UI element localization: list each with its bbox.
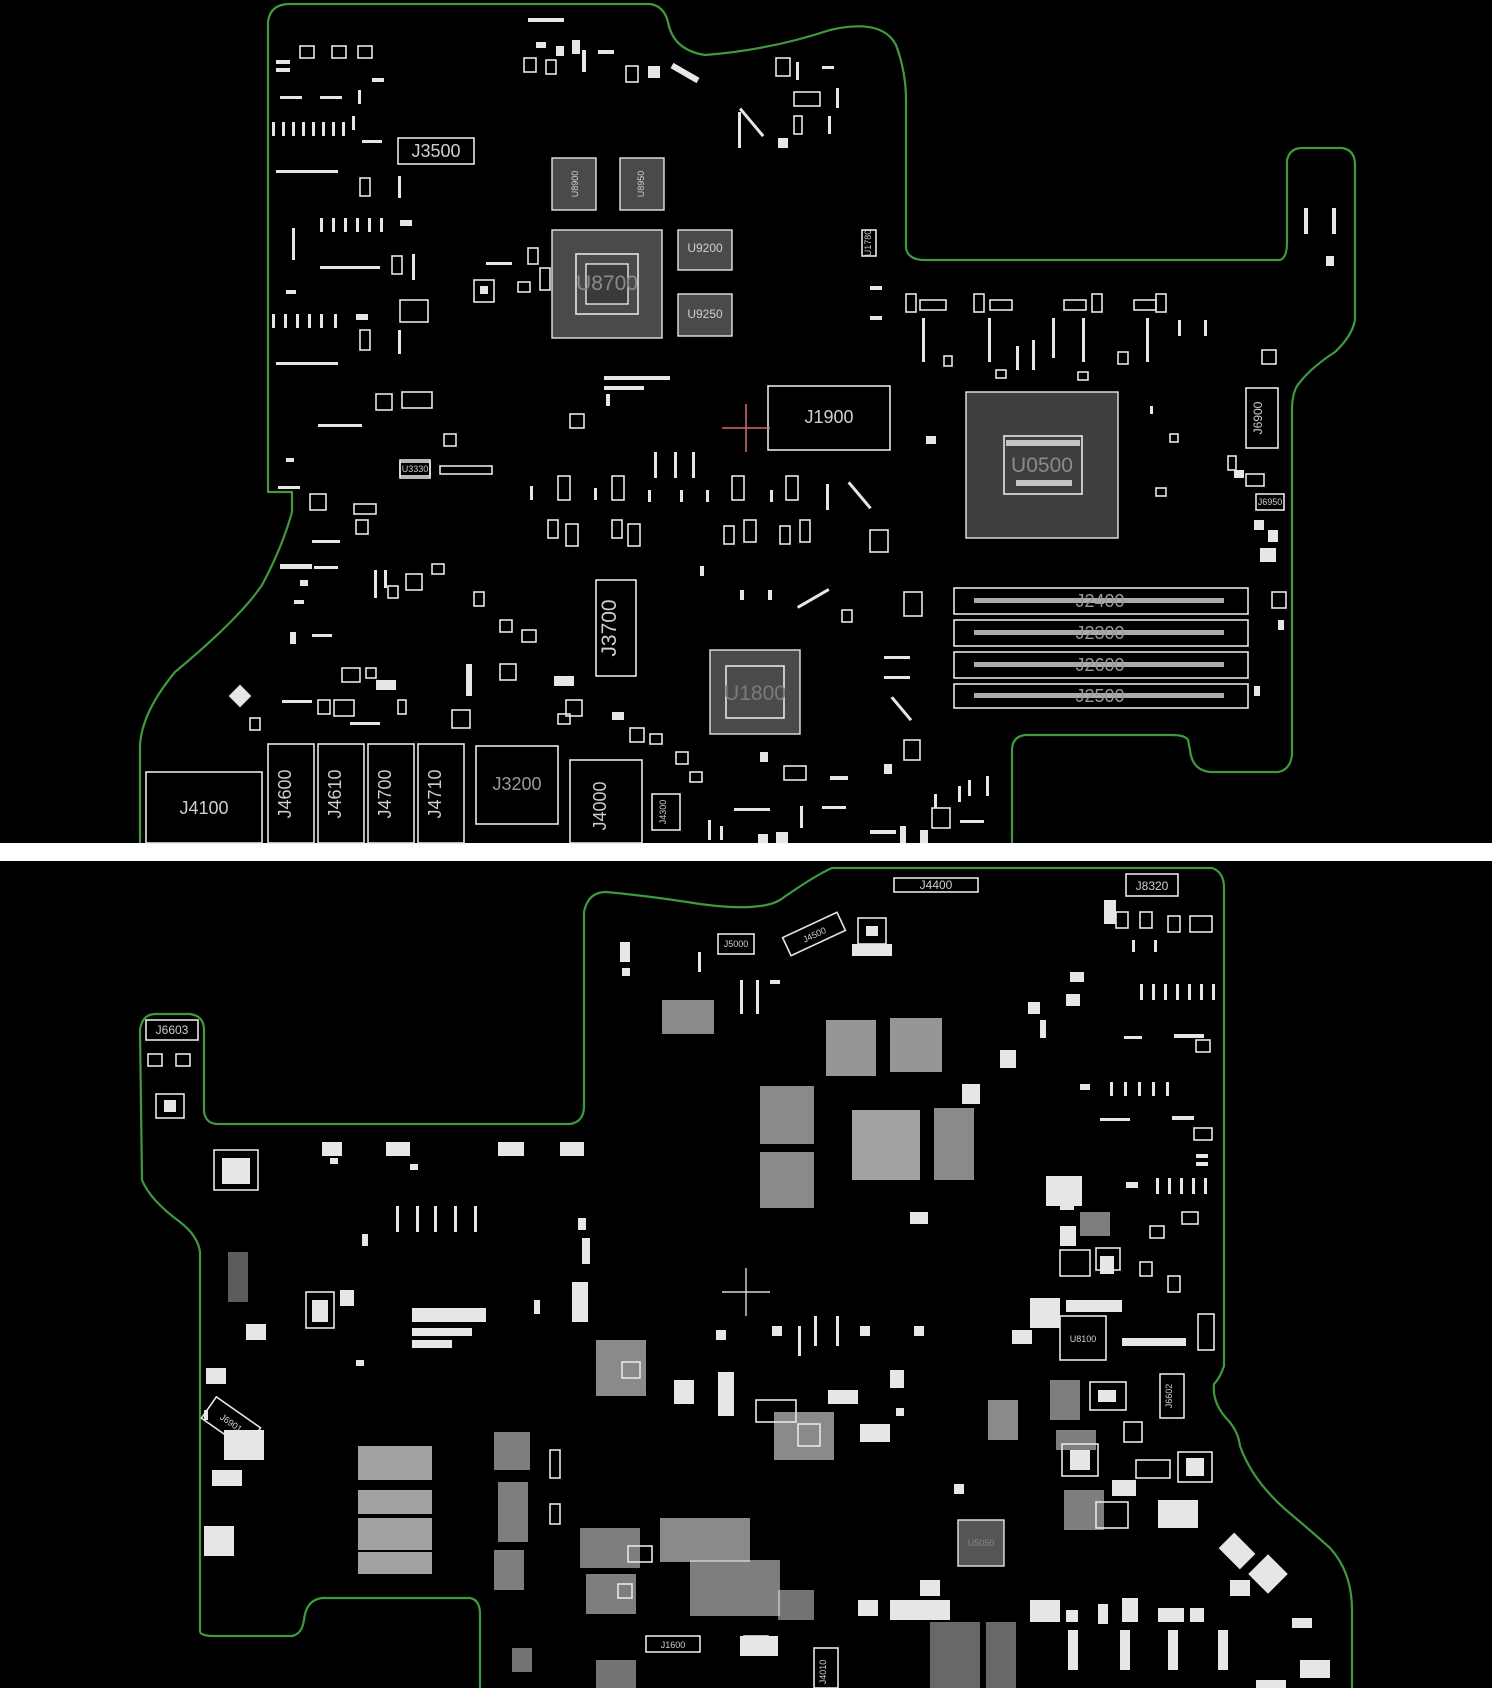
- label-J3700: J3700: [598, 599, 621, 656]
- center-parts: [530, 452, 923, 774]
- label-J3500: J3500: [411, 141, 460, 161]
- bottom-board-outline: [138, 866, 1354, 1688]
- bottom-side-components: [204, 900, 1330, 1688]
- view-divider: [0, 843, 1492, 861]
- dimm-slot-J2300[interactable]: J2300: [953, 619, 1249, 647]
- connector-J4400[interactable]: J4400: [893, 877, 979, 893]
- label-J1600: J1600: [661, 1640, 686, 1650]
- connector-J4100[interactable]: J4100: [145, 771, 263, 844]
- connector-J5000[interactable]: J5000: [717, 933, 755, 955]
- connector-J1600[interactable]: J1600: [645, 1635, 701, 1653]
- label-J4600: J4600: [275, 769, 295, 818]
- connector-J4710[interactable]: J4710: [417, 743, 465, 844]
- connector-J6603[interactable]: J6603: [145, 1019, 199, 1119]
- label-J4010: J4010: [818, 1660, 828, 1685]
- label-J1900: J1900: [804, 407, 853, 427]
- label-U8700: U8700: [576, 272, 638, 295]
- label-J5000: J5000: [724, 939, 749, 949]
- gpu-support-parts: U1780: [473, 18, 877, 429]
- label-U8950: U8950: [636, 171, 646, 198]
- label-J6950: J6950: [1258, 497, 1283, 507]
- chip-U8700[interactable]: U8700: [551, 229, 663, 339]
- chip-U9200[interactable]: U9200: [677, 229, 733, 271]
- connector-J1900[interactable]: J1900: [767, 385, 891, 451]
- connector-J4700[interactable]: J4700: [367, 743, 415, 844]
- connector-J6602[interactable]: J6602: [1159, 1373, 1185, 1419]
- label-U9200: U9200: [687, 241, 723, 255]
- label-U8900: U8900: [570, 171, 580, 198]
- label-J4100: J4100: [179, 798, 228, 818]
- label-U5050: U5050: [968, 1538, 995, 1548]
- connector-J6900[interactable]: J6900: [1245, 387, 1279, 449]
- dimm-slot-J2400[interactable]: J2400: [953, 587, 1249, 615]
- connector-J4010[interactable]: J4010: [813, 1647, 839, 1688]
- label-U8100: U8100: [1070, 1334, 1097, 1344]
- label-J2600: J2600: [1075, 655, 1124, 675]
- label-U0500: U0500: [1011, 454, 1073, 477]
- chip-U5050[interactable]: U5050: [957, 1519, 1005, 1567]
- origin-crosshair-bottom: [722, 1268, 770, 1316]
- connector-J4600[interactable]: J4600: [267, 743, 315, 844]
- label-J4610: J4610: [325, 769, 345, 818]
- label-J3200: J3200: [492, 774, 541, 794]
- chip-U8900[interactable]: U8900: [551, 157, 597, 211]
- label-U1800: U1800: [724, 682, 786, 705]
- label-J4400: J4400: [920, 878, 953, 892]
- chip-U9250[interactable]: U9250: [677, 293, 733, 337]
- label-J6603: J6603: [156, 1023, 189, 1037]
- label-U9250: U9250: [687, 307, 723, 321]
- dimm-slot-J2500[interactable]: J2500: [953, 683, 1249, 709]
- left-cluster-parts: J4300 U3330: [228, 459, 989, 843]
- top-left-connector-group: [272, 45, 493, 569]
- chip-U1800[interactable]: U1800: [709, 649, 801, 735]
- origin-crosshair-top: [722, 404, 770, 452]
- label-J2500: J2500: [1075, 686, 1124, 706]
- label-J6602: J6602: [1164, 1384, 1174, 1409]
- label-J4710: J4710: [425, 769, 445, 818]
- connector-J3500[interactable]: J3500: [397, 137, 475, 165]
- label-J8320: J8320: [1136, 879, 1169, 893]
- cpu-area-parts: J6950: [926, 406, 1287, 696]
- label-J2300: J2300: [1075, 623, 1124, 643]
- connector-J4000[interactable]: J4000: [569, 759, 643, 844]
- connector-J3700[interactable]: J3700: [595, 579, 637, 677]
- label-J4300: J4300: [658, 800, 668, 825]
- label-U1780: U1780: [863, 230, 873, 257]
- top-side-view[interactable]: J3500 U8900 U8950 U8700 U9200 U9250: [138, 2, 1357, 844]
- label-J4700: J4700: [375, 769, 395, 818]
- chip-U8950[interactable]: U8950: [619, 157, 665, 211]
- connector-J4610[interactable]: J4610: [317, 743, 365, 844]
- connector-J3200[interactable]: J3200: [475, 745, 559, 825]
- label-J4000: J4000: [590, 781, 610, 830]
- dimm-slot-J2600[interactable]: J2600: [953, 651, 1249, 679]
- bottom-side-view[interactable]: J4400 J8320 J6603 J5000 J4500 J6901: [138, 866, 1354, 1688]
- connector-J8320[interactable]: J8320: [1125, 873, 1179, 897]
- label-U3330: U3330: [402, 464, 429, 474]
- top-board-outline: [138, 2, 1357, 843]
- top-right-parts: [870, 208, 1336, 381]
- label-J6900: J6900: [1251, 401, 1265, 434]
- chip-U0500[interactable]: U0500: [965, 391, 1119, 539]
- bottom-board-outline-lower: [199, 1596, 482, 1688]
- chip-U8100[interactable]: U8100: [1059, 1315, 1107, 1361]
- label-J2400: J2400: [1075, 591, 1124, 611]
